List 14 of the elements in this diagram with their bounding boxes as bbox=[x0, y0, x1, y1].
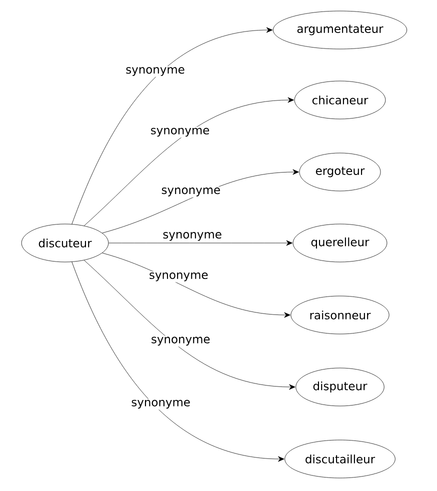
arrow bbox=[102, 169, 299, 234]
edge-label: synonyme bbox=[148, 271, 210, 282]
edge-label: synonyme bbox=[149, 126, 211, 138]
arrow bbox=[84, 97, 294, 226]
edge-label: synonyme bbox=[130, 398, 192, 410]
edge-label: synonyme bbox=[160, 186, 222, 198]
arrow bbox=[72, 262, 284, 462]
arrow bbox=[84, 260, 296, 390]
arrow bbox=[102, 252, 290, 318]
edge-label: synonyme bbox=[124, 66, 186, 77]
arrow bbox=[72, 27, 273, 224]
edge-label: synonyme bbox=[162, 231, 223, 242]
edge-label: synonyme bbox=[150, 336, 212, 347]
arrow bbox=[108, 240, 292, 246]
